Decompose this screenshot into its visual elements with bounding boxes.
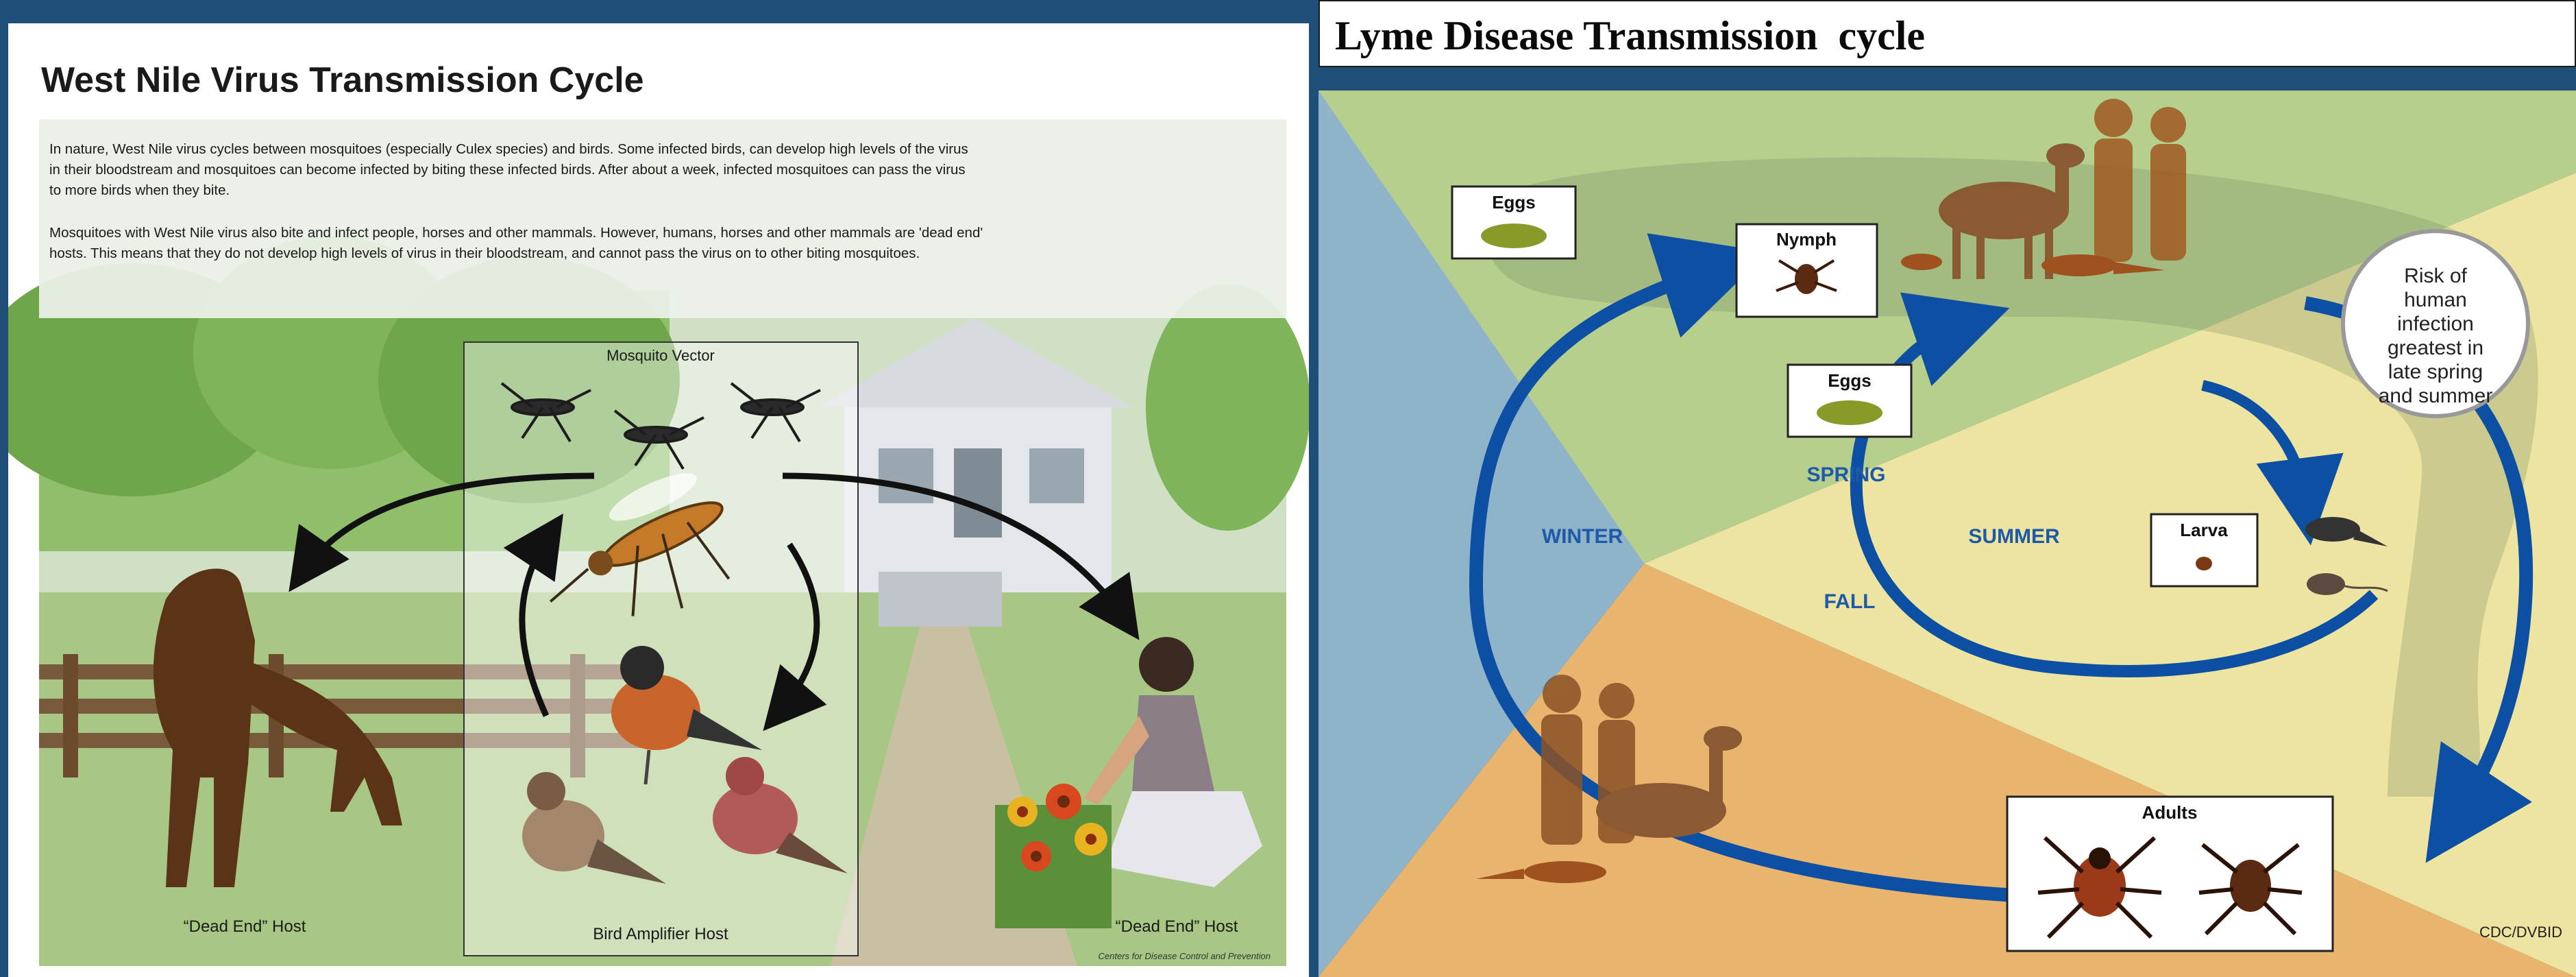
flowers-icon <box>995 784 1112 928</box>
adults-box: Adults <box>2007 797 2333 951</box>
intro-paragraph-2-line: hosts. This means that they do not devel… <box>49 245 920 261</box>
horse-dead-end-host-label: “Dead End” Host <box>184 917 306 936</box>
larva-label: Larva <box>2180 520 2228 540</box>
adults-label: Adults <box>2142 802 2198 823</box>
west-nile-title: West Nile Virus Transmission Cycle <box>41 60 644 100</box>
bird-amplifier-host-label: Bird Amplifier Host <box>593 925 728 943</box>
cdc-dvbid-credit: CDC/DVBID <box>2479 924 2562 941</box>
risk-bubble: Risk of human infection greatest in late… <box>2343 231 2528 416</box>
eggs-inner-label: Eggs <box>1828 370 1872 391</box>
nymph-label: Nymph <box>1776 229 1837 250</box>
winter-label: WINTER <box>1542 525 1623 548</box>
lyme-title-bar: Lyme Disease Transmission cycle <box>1318 0 2576 67</box>
eggs-outer-label: Eggs <box>1492 192 1536 213</box>
larva-box: Larva <box>2151 514 2257 586</box>
risk-line: greatest in <box>2388 337 2483 359</box>
risk-line: late spring <box>2388 361 2483 383</box>
intro-paragraph-1-line: In nature, West Nile virus cycles betwee… <box>49 141 968 157</box>
intro-paragraph-1-line: in their bloodstream and mosquitoes can … <box>49 162 966 178</box>
lyme-panel: Eggs Eggs Nymph Larva Adults SPRING <box>1318 91 2576 977</box>
lyme-title: Lyme Disease Transmission cycle <box>1335 12 1925 60</box>
intro-paragraph-2-line: Mosquitoes with West Nile virus also bit… <box>49 225 983 241</box>
cdc-credit: Centers for Disease Control and Preventi… <box>1099 951 1271 961</box>
spring-label: SPRING <box>1806 463 1885 486</box>
eggs-outer-box: Eggs <box>1452 186 1575 258</box>
human-dead-end-host-label: “Dead End” Host <box>1116 917 1238 936</box>
risk-line: human <box>2404 289 2467 311</box>
risk-line: infection <box>2397 313 2474 335</box>
larva-tick-icon <box>2196 557 2212 570</box>
eggs-inner-box: Eggs <box>1788 365 1911 437</box>
risk-line: Risk of <box>2404 265 2467 287</box>
egg-cluster-icon <box>1481 224 1547 248</box>
fall-label: FALL <box>1824 590 1876 613</box>
mosquito-vector-label: Mosquito Vector <box>606 347 715 364</box>
summer-label: SUMMER <box>1968 525 2060 548</box>
nymph-box: Nymph <box>1737 224 1877 317</box>
risk-line: and summer <box>2379 385 2493 407</box>
west-nile-panel: West Nile Virus Transmission Cycle In na… <box>8 23 1309 977</box>
egg-cluster-icon <box>1817 400 1882 425</box>
intro-paragraph-1-line: to more birds when they bite. <box>49 182 230 198</box>
